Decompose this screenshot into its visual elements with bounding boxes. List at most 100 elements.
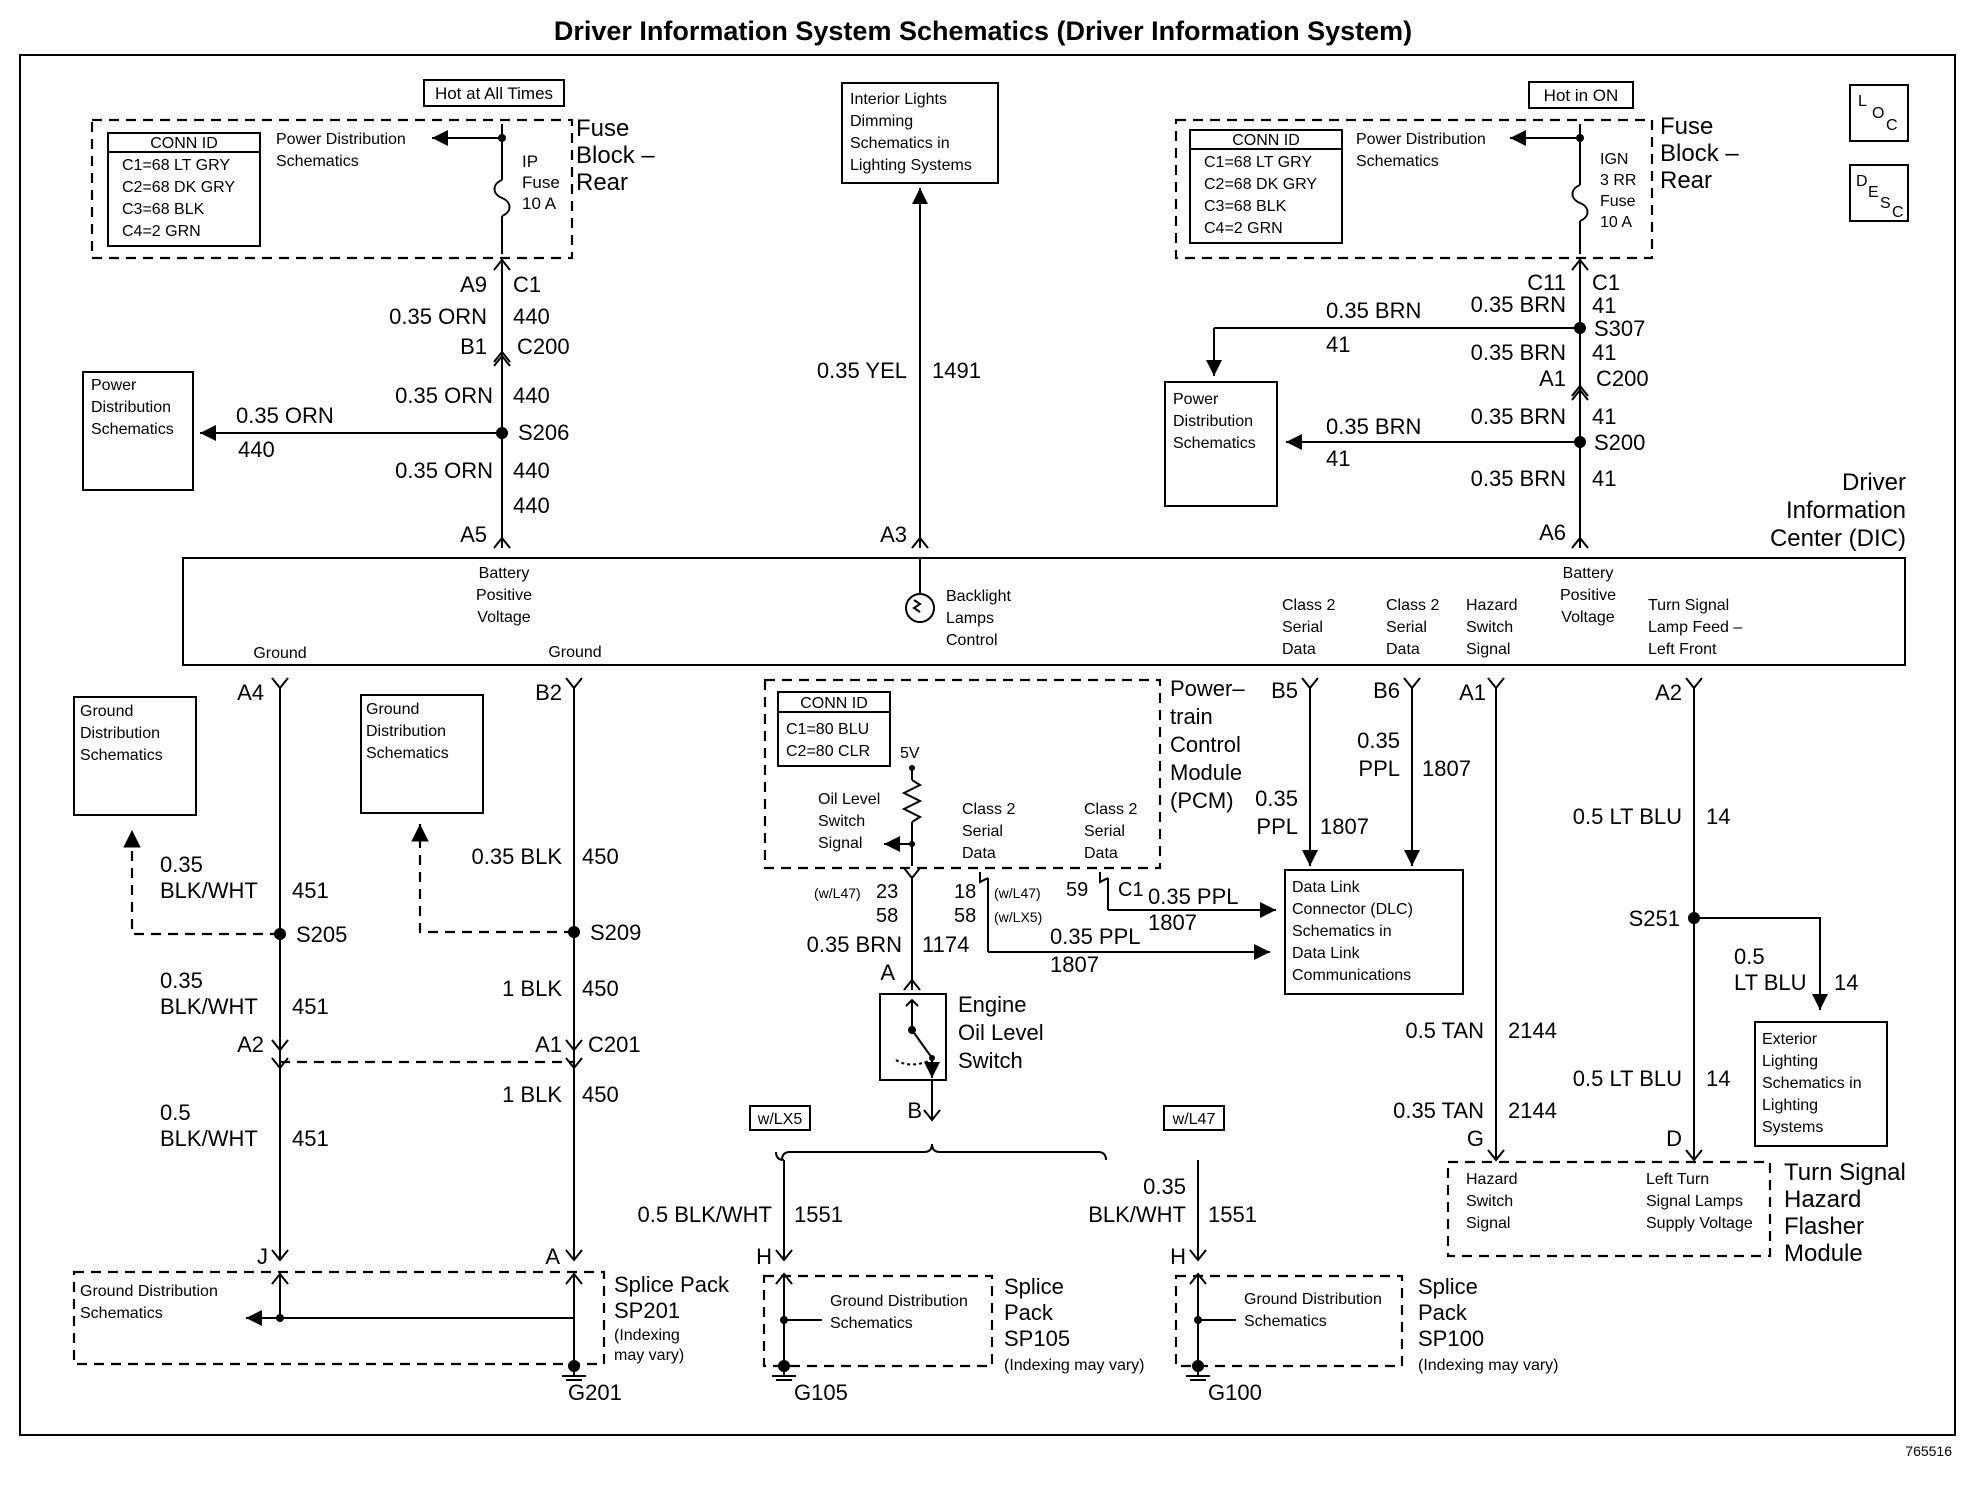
box-label: Distribution	[91, 399, 171, 416]
wire-label: BLK/WHT	[160, 994, 258, 1019]
circuit-label: 1491	[932, 358, 981, 383]
box-label: Data Link	[1292, 945, 1361, 962]
circuit-440: A9 C1 0.35 ORN 440 B1 C200 0.35 ORN 440 …	[200, 258, 570, 549]
pin-a6: A6	[1539, 520, 1566, 545]
desc-icon[interactable]: D E S C	[1849, 164, 1909, 222]
ip-fuse-label: IP	[522, 152, 538, 171]
pin-58: 58	[954, 905, 976, 927]
pin-desc: Signal Lamps	[1646, 1193, 1743, 1210]
wire-label: 0.35 BRN	[1471, 340, 1566, 365]
pin-desc: Serial	[1386, 619, 1427, 636]
option-label: (w/L47)	[994, 885, 1041, 901]
option-label: (w/L47)	[814, 885, 861, 901]
box-label: Schematics	[1173, 435, 1256, 452]
pin-desc: Data	[1282, 641, 1316, 658]
pin-desc: Ground	[253, 645, 306, 662]
splice-pack-title: Splice	[1004, 1274, 1064, 1299]
wire-label: 0.35 BRN	[1326, 414, 1421, 439]
ground-g105: G105	[794, 1380, 848, 1405]
circuit-41: C11 C1 0.35 BRN 41 S307 0.35 BRN 41 0.35…	[1206, 258, 1649, 549]
circuit-label: 1807	[1050, 952, 1099, 977]
icon-letter: L	[1858, 93, 1867, 110]
conn-c4: C4=2 GRN	[1204, 220, 1283, 237]
switch-title: Switch	[958, 1048, 1023, 1073]
pin-desc: Class 2	[1386, 597, 1439, 614]
pcm-title: Module	[1170, 760, 1242, 785]
conn-c2: C2=68 DK GRY	[1204, 176, 1317, 193]
pin-desc: Switch	[1466, 1193, 1513, 1210]
pin-desc: Serial	[962, 823, 1003, 840]
ground-g201: G201	[568, 1380, 622, 1405]
pin-h: H	[756, 1244, 772, 1269]
wire-label: BLK/WHT	[160, 878, 258, 903]
pds-label-2: Schematics	[1356, 153, 1439, 170]
box-label: Distribution	[1173, 413, 1253, 430]
box-label: Communications	[1292, 967, 1411, 984]
power-distribution-box-left	[82, 371, 194, 491]
splice-pack-id: SP100	[1418, 1326, 1484, 1351]
pin-a: A	[880, 960, 895, 985]
wire-label: 0.5 BLK/WHT	[638, 1202, 772, 1227]
circuit-label: 450	[582, 844, 619, 869]
option-label: (w/LX5)	[994, 909, 1042, 925]
resistor-icon	[901, 779, 923, 823]
wire-label: 1 BLK	[502, 1082, 562, 1107]
splice-label: S307	[1594, 316, 1645, 341]
pds-label-1: Power Distribution	[276, 131, 406, 148]
pin-desc: Oil Level	[818, 791, 880, 808]
box-label: Exterior	[1762, 1031, 1818, 1048]
pin-desc: Data	[1084, 845, 1118, 862]
pin-a1: A1	[1459, 680, 1486, 705]
pin-a9: A9	[460, 272, 487, 297]
circuit-1174: 23 58 0.35 BRN 1174 A	[807, 867, 969, 991]
pin-h: H	[1170, 1244, 1186, 1269]
fuse-block-rear-left: Hot at All Times CONN ID C1=68 LT GRY C2…	[90, 79, 655, 260]
fuse-block-title-1: Fuse	[576, 115, 629, 142]
box-label: Ground Distribution	[1244, 1291, 1382, 1308]
fuse-block-title-3: Rear	[1660, 167, 1712, 194]
flasher-title: Module	[1784, 1240, 1863, 1267]
splice-pack-title: Splice	[1418, 1274, 1478, 1299]
box-label: Ground Distribution	[830, 1293, 968, 1310]
box-label: Schematics	[1244, 1313, 1327, 1330]
ground-g100: G100	[1208, 1380, 1262, 1405]
pin-18: 18	[954, 881, 976, 903]
interior-lights-ref: Interior Lights Dimming Schematics in Li…	[817, 82, 999, 549]
circuit-label: 440	[238, 437, 275, 462]
circuit-label: 41	[1326, 446, 1350, 471]
circuit-label: 451	[292, 994, 329, 1019]
circuit-label: 451	[292, 1126, 329, 1151]
icon-letter: C	[1886, 117, 1898, 134]
splice-pack-sp201: Ground Distribution Schematics G201 Spli…	[72, 1270, 730, 1405]
dlc-box	[1284, 869, 1464, 995]
pin-b5: B5	[1271, 678, 1298, 703]
pin-desc: Signal	[1466, 641, 1510, 658]
pin-g: G	[1467, 1126, 1484, 1151]
pin-desc: Left Turn	[1646, 1171, 1709, 1188]
circuit-label: 2144	[1508, 1098, 1557, 1123]
circuit-1807-dic: B5 0.35 PPL 1807 B6 0.35 PPL 1807	[1255, 677, 1471, 866]
pin-d: D	[1666, 1126, 1682, 1151]
box-label: Schematics	[80, 747, 163, 764]
pcm-title: train	[1170, 704, 1213, 729]
power-distribution-box-right	[1164, 381, 1278, 507]
loc-icon[interactable]: L O C	[1849, 84, 1909, 142]
pin-desc: Control	[946, 632, 998, 649]
pin-j: J	[257, 1244, 268, 1269]
circuit-label: 440	[513, 458, 550, 483]
pin-desc: Class 2	[1084, 801, 1137, 818]
page-title: Driver Information System Schematics (Dr…	[554, 16, 1412, 46]
pin-desc: Voltage	[477, 609, 530, 626]
pin-desc: Switch	[818, 813, 865, 830]
switch-title: Oil Level	[958, 1020, 1044, 1045]
option-lx5: w/LX5	[757, 1111, 803, 1128]
circuit-label: 41	[1592, 466, 1616, 491]
pcm-conn-c2: C2=80 CLR	[786, 743, 870, 760]
wire-label: 0.35 PPL	[1050, 924, 1141, 949]
engine-oil-level-switch: Engine Oil Level Switch B	[879, 992, 1044, 1123]
pcm-module: CONN ID C1=80 BLU C2=80 CLR 5V Oil Level…	[763, 676, 1245, 870]
pin-59: 59	[1066, 879, 1088, 901]
circuit-14: A2 0.5 LT BLU 14 S251 0.5 LT BLU 14 0.5 …	[1573, 677, 1858, 1162]
circuit-label: 1807	[1320, 814, 1369, 839]
dic-title-2: Information	[1786, 497, 1906, 524]
